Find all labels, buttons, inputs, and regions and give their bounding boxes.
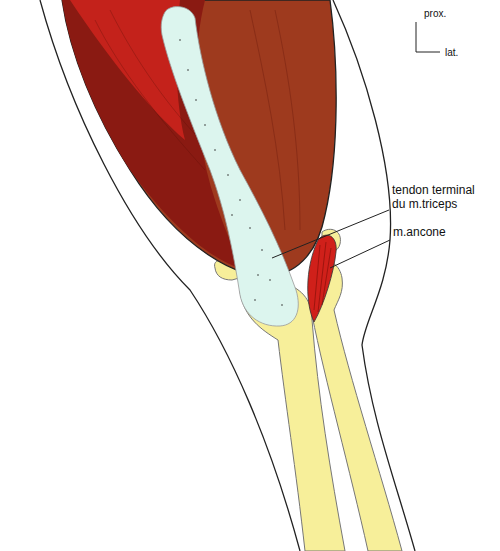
axis-label: lat.: [445, 47, 458, 59]
axis-label: prox.: [424, 8, 446, 20]
tendon-texture: [179, 39, 283, 306]
part-label: m.ancone: [393, 226, 446, 240]
orientation-axes: [416, 22, 440, 52]
leader-line: [272, 210, 389, 258]
triceps-tendon: [161, 7, 298, 326]
part-label: tendon terminal du m.triceps: [392, 184, 484, 212]
leader-line: [330, 240, 390, 268]
anconeus-muscle: [308, 235, 336, 322]
